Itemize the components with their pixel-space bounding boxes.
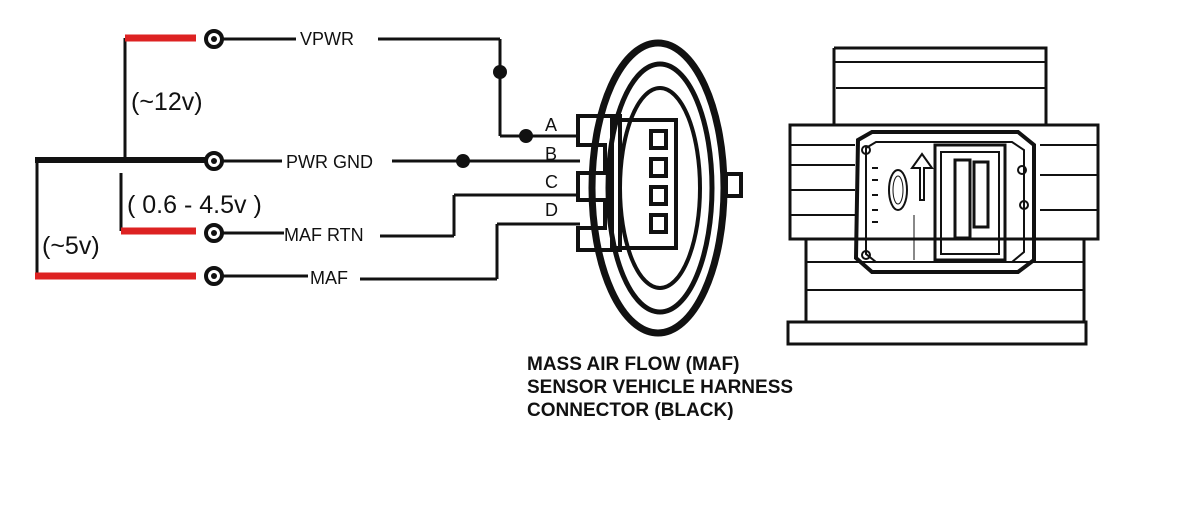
vpwr-terminal (204, 29, 224, 49)
pin-b-label: B (545, 144, 557, 164)
pwr-gnd-splice-dot (456, 154, 470, 168)
pin-c-label: C (545, 172, 558, 192)
maf-rtn-label: MAF RTN (284, 225, 364, 245)
measurement-wiring (35, 34, 205, 280)
maf-voltage-label: (~5v) (42, 232, 100, 260)
pwr-gnd-terminal (204, 151, 224, 171)
vpwr-voltage-label: (~12v) (131, 88, 203, 116)
caption-line-1: MASS AIR FLOW (MAF) (527, 354, 739, 375)
maf-sensor-icon (786, 46, 1100, 346)
harness-wires (222, 37, 580, 281)
pin-a-label: A (545, 115, 557, 135)
pwr-gnd-label: PWR GND (286, 152, 373, 172)
vpwr-label: VPWR (300, 29, 354, 49)
maf-terminal (204, 266, 224, 286)
vpwr-splice-dot (493, 65, 507, 79)
harness-connector-icon (576, 39, 743, 337)
caption-line-3: CONNECTOR (BLACK) (527, 400, 734, 421)
pin-a-socket (649, 129, 668, 150)
pin-c-socket (649, 185, 668, 206)
terminals (204, 29, 224, 286)
caption-line-2: SENSOR VEHICLE HARNESS (527, 377, 793, 398)
pin-d-socket (649, 213, 668, 234)
pin-b-socket (649, 157, 668, 178)
pin-a-splice-dot (519, 129, 533, 143)
pin-d-label: D (545, 200, 558, 220)
maf-signal-voltage-label: ( 0.6 - 4.5v ) (127, 191, 262, 219)
maf-label: MAF (310, 268, 348, 288)
maf-rtn-terminal (204, 223, 224, 243)
